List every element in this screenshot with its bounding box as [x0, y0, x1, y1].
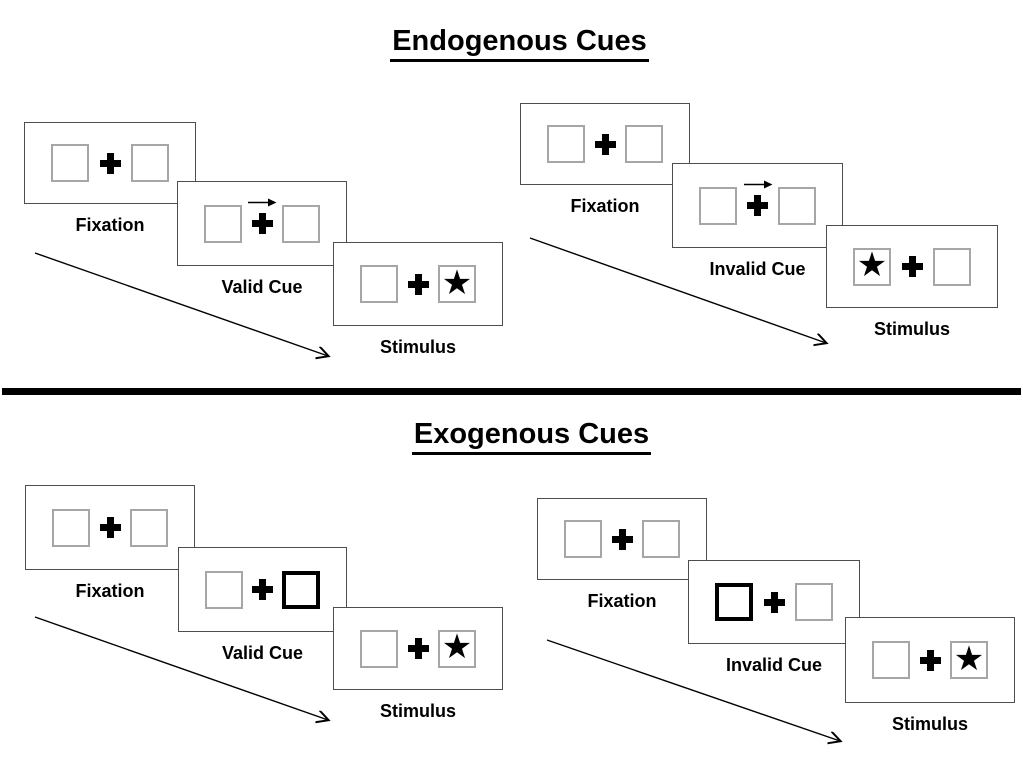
panel-label-stimulus: Stimulus	[379, 701, 456, 721]
right-target-box: ★	[438, 627, 476, 668]
panel-endo-valid-fixation	[24, 122, 196, 204]
panel-center	[594, 133, 616, 155]
panel-exo-valid-stimulus: ★	[333, 607, 503, 690]
panel-exo-valid-cue	[178, 547, 347, 632]
star-stimulus-icon: ★	[441, 627, 473, 667]
timeline-arrow-exo-valid	[34, 616, 328, 720]
panel-label-invalid-cue: Invalid Cue	[725, 655, 823, 675]
right-target-box	[282, 204, 320, 243]
panel-label-stimulus: Stimulus	[891, 714, 968, 734]
panel-center	[407, 638, 429, 659]
panel-exo-invalid-cue	[688, 560, 860, 644]
panel-endo-valid-stimulus: ★	[333, 242, 503, 326]
panel-endo-valid-cue	[177, 181, 347, 266]
fixation-cross-icon	[251, 213, 273, 234]
fixation-cross-icon	[99, 517, 121, 538]
timeline-arrow-endo-valid	[34, 252, 328, 356]
title-exogenous: Exogenous Cues	[20, 418, 1023, 455]
star-stimulus-icon: ★	[953, 638, 985, 679]
section-divider	[2, 388, 1021, 395]
title-exogenous-text: Exogenous Cues	[411, 418, 652, 455]
panel-center	[611, 528, 633, 550]
fixation-cross-icon	[901, 256, 923, 277]
title-endogenous: Endogenous Cues	[8, 25, 1023, 62]
panel-center	[919, 649, 941, 671]
panel-label-fixation: Fixation	[587, 591, 657, 611]
fixation-cross-icon	[747, 195, 768, 216]
panel-label-invalid-cue: Invalid Cue	[709, 259, 806, 279]
panel-label-fixation: Fixation	[570, 196, 640, 216]
title-endogenous-text: Endogenous Cues	[390, 25, 649, 62]
left-target-box: ★	[853, 245, 891, 286]
left-target-box	[564, 520, 602, 558]
left-target-box-highlighted	[715, 583, 753, 621]
star-stimulus-icon: ★	[441, 262, 473, 303]
panel-endo-invalid-cue	[672, 163, 843, 248]
left-target-box	[360, 629, 398, 668]
right-target-box: ★	[950, 641, 988, 679]
panel-label-stimulus: Stimulus	[873, 319, 950, 339]
cue-arrow-right-icon	[248, 198, 277, 207]
panel-label-stimulus: Stimulus	[379, 337, 456, 357]
timeline-arrow-endo-invalid	[529, 237, 826, 343]
left-target-box	[51, 144, 89, 182]
panel-center	[407, 273, 429, 295]
right-target-box	[642, 520, 680, 558]
panel-label-fixation: Fixation	[75, 581, 145, 601]
panel-endo-invalid-fixation	[520, 103, 690, 185]
left-target-box	[52, 508, 90, 547]
left-target-box	[205, 570, 243, 609]
left-target-box	[699, 186, 737, 225]
right-target-box	[778, 186, 816, 225]
fixation-cross-icon	[919, 649, 941, 671]
panel-exo-invalid-stimulus: ★	[845, 617, 1015, 703]
fixation-cross-icon	[407, 273, 429, 295]
panel-center	[743, 180, 772, 216]
left-target-box	[547, 125, 585, 163]
panel-label-valid-cue: Valid Cue	[221, 643, 304, 663]
panel-center	[901, 256, 923, 277]
right-target-box	[795, 583, 833, 621]
right-target-box	[130, 508, 168, 547]
panel-center	[99, 517, 121, 538]
panel-endo-invalid-stimulus: ★	[826, 225, 998, 308]
fixation-cross-icon	[252, 579, 273, 600]
panel-center	[252, 579, 273, 600]
left-target-box	[204, 204, 242, 243]
fixation-cross-icon	[407, 638, 429, 659]
right-target-box	[131, 144, 169, 182]
right-target-box-highlighted	[282, 570, 320, 609]
panel-center	[763, 591, 785, 613]
panel-center	[248, 198, 277, 234]
left-target-box	[872, 641, 910, 679]
panel-label-valid-cue: Valid Cue	[221, 277, 303, 297]
panel-label-fixation: Fixation	[75, 215, 145, 235]
right-target-box: ★	[438, 265, 476, 303]
panel-center	[99, 152, 121, 174]
right-target-box	[625, 125, 663, 163]
fixation-cross-icon	[611, 528, 633, 550]
panel-exo-invalid-fixation	[537, 498, 707, 580]
right-target-box	[933, 247, 971, 286]
fixation-cross-icon	[763, 591, 785, 613]
fixation-cross-icon	[99, 152, 121, 174]
cue-arrow-right-icon	[743, 180, 772, 189]
fixation-cross-icon	[594, 133, 616, 155]
left-target-box	[360, 265, 398, 303]
star-stimulus-icon: ★	[856, 245, 888, 285]
panel-exo-valid-fixation	[25, 485, 195, 570]
